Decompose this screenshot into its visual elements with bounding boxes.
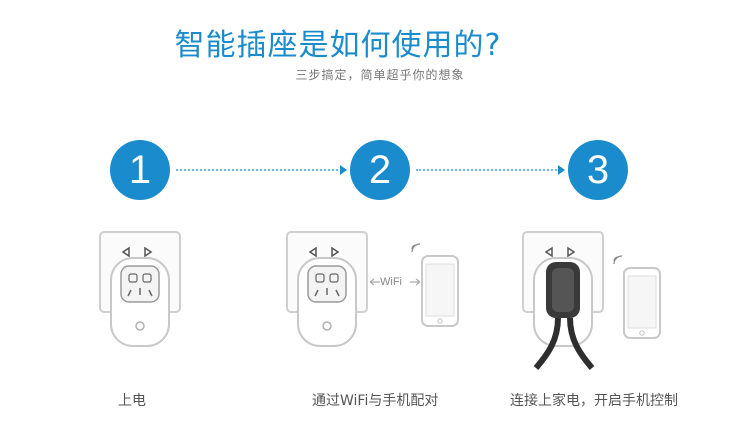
step-3-caption: 连接上家电，开启手机控制: [510, 393, 678, 409]
page-title: 智能插座是如何使用的?: [0, 20, 676, 64]
step-1-circle: 1: [110, 140, 170, 200]
page-subtitle: 三步搞定，简单超乎你的想象: [295, 68, 465, 82]
step-2-circle: 2: [350, 140, 410, 200]
arrow-right-icon: [558, 165, 565, 175]
step-2-caption: 通过WiFi与手机配对: [312, 393, 439, 409]
connector-1-2: [176, 169, 342, 171]
title-accent: 智能插座: [174, 28, 299, 63]
wifi-pairing-illustration: [286, 231, 459, 347]
step-3-circle: 3: [568, 140, 628, 200]
smart-plug-illustration-1: [99, 231, 181, 347]
appliance-control-illustration: [522, 231, 661, 370]
arrow-right-icon: [340, 165, 347, 175]
wifi-link-label: WiFi: [380, 276, 402, 288]
connector-2-3: [416, 169, 560, 171]
step-1-caption: 上电: [118, 393, 146, 409]
title-rest: 是如何使用的?: [298, 28, 502, 63]
